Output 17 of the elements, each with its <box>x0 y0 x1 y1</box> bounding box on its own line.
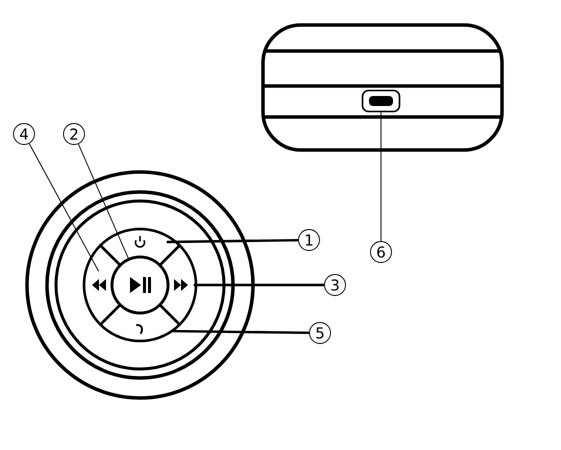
callout-number: 1 <box>298 229 320 251</box>
button-segment <box>158 244 198 326</box>
callout-number: 3 <box>324 274 346 296</box>
leader-line <box>380 112 382 242</box>
leader-line <box>28 143 100 272</box>
callout-number: 5 <box>309 322 331 344</box>
leader-line <box>170 330 310 334</box>
callout-number: 4 <box>13 123 35 145</box>
play-pause-button <box>110 256 170 314</box>
callout-number: 2 <box>63 123 85 145</box>
leader-line <box>194 284 324 286</box>
button-segment <box>82 244 122 326</box>
usb-port <box>362 90 400 112</box>
button-segment <box>99 304 181 342</box>
leader-line <box>78 144 129 259</box>
callout-number: 6 <box>370 241 392 263</box>
leader-line <box>166 238 298 244</box>
